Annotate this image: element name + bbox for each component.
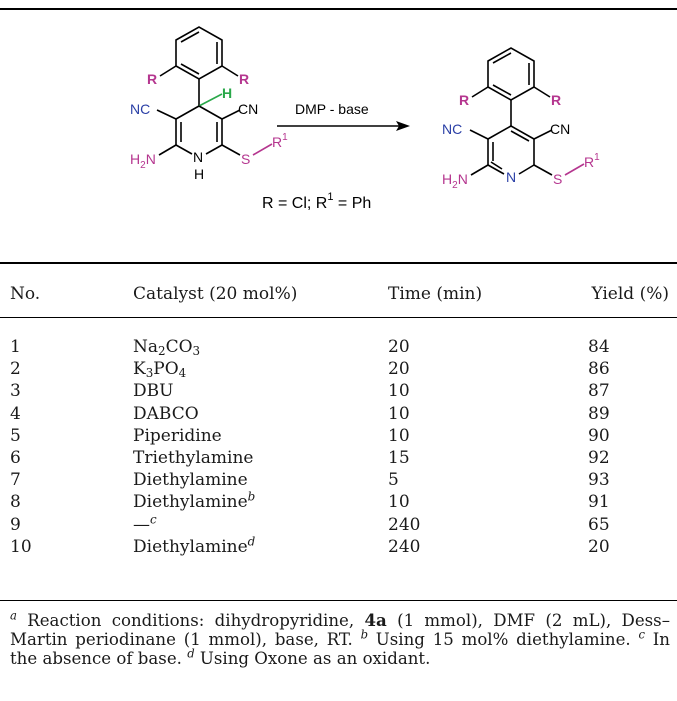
- table-header-rule: [0, 317, 677, 318]
- scheme-condition: R = Cl; R1 = Ph: [262, 191, 371, 212]
- product-ring-N: N: [506, 169, 516, 185]
- cell-no: 10: [10, 536, 32, 557]
- cell-time: 10: [388, 403, 410, 424]
- arrow-label: DMP - base: [295, 101, 369, 117]
- header-catalyst: Catalyst (20 mol%): [133, 284, 298, 304]
- cell-catalyst: DBU: [133, 381, 174, 402]
- cell-time: 10: [388, 381, 410, 402]
- table-row: 1 Na2CO3 20 84: [0, 337, 677, 359]
- cell-catalyst: Triethylamine: [133, 448, 254, 468]
- table-footnote: a Reaction conditions: dihydropyridine, …: [10, 608, 670, 668]
- reactant-ring-N: N: [193, 149, 203, 165]
- cell-yield: 89: [588, 403, 610, 424]
- reactant-H2N: H2N: [130, 151, 156, 171]
- cell-time: 10: [388, 425, 410, 446]
- reactant-structure: [156, 26, 273, 156]
- cell-yield: 91: [588, 492, 610, 513]
- reaction-arrow-head: [396, 121, 410, 131]
- table-row: 2 K3PO4 20 86: [0, 359, 677, 381]
- reactant-R-left: R: [147, 71, 157, 87]
- reactant-CN: CN: [238, 101, 258, 117]
- cell-yield: 90: [588, 425, 610, 446]
- cell-catalyst: DABCO: [133, 403, 199, 424]
- cell-no: 3: [10, 381, 21, 402]
- cell-no: 8: [10, 492, 21, 513]
- reactant-H: H: [222, 85, 232, 101]
- cell-yield: 93: [588, 470, 610, 491]
- product-CN: CN: [550, 121, 570, 137]
- cell-yield: 92: [588, 448, 610, 468]
- cell-no: 1: [10, 337, 21, 357]
- cell-yield: 20: [588, 536, 610, 557]
- table-header: No. Catalyst (20 mol%) Time (min) Yield …: [0, 284, 677, 306]
- header-yield: Yield (%): [591, 284, 669, 304]
- table-top-rule: [0, 262, 677, 264]
- header-no: No.: [10, 284, 41, 304]
- cell-catalyst: Diethylamined: [133, 534, 256, 557]
- product-NC: NC: [442, 121, 462, 137]
- table-row: 9 —c 240 65: [0, 512, 677, 537]
- cell-no: 5: [10, 425, 21, 446]
- cell-yield: 84: [588, 337, 610, 357]
- cell-time: 15: [388, 448, 410, 468]
- cell-catalyst: Na2CO3: [133, 337, 201, 358]
- table-row: 8 Diethylamineb 10 91: [0, 489, 677, 514]
- table-bottom-rule: [0, 600, 677, 601]
- cell-no: 4: [10, 403, 21, 424]
- cell-no: 7: [10, 470, 21, 491]
- cell-catalyst: Piperidine: [133, 425, 222, 446]
- cell-yield: 87: [588, 381, 610, 402]
- cell-catalyst: —c: [133, 512, 157, 535]
- cell-time: 240: [388, 536, 421, 557]
- table-row: 7 Diethylamine 5 93: [0, 470, 677, 492]
- cell-no: 2: [10, 359, 21, 380]
- reactant-S: S: [241, 151, 250, 167]
- cell-yield: 86: [588, 359, 610, 380]
- cell-catalyst: Diethylamine: [133, 470, 248, 491]
- reactant-R-right: R: [239, 71, 249, 87]
- product-R-right: R: [551, 92, 561, 108]
- table-row: 3 DBU 10 87: [0, 381, 677, 403]
- table-row: 4 DABCO 10 89: [0, 404, 677, 426]
- product-H2N: H2N: [442, 171, 468, 191]
- header-time: Time (min): [388, 284, 483, 304]
- reactant-R1: R1: [272, 132, 288, 150]
- product-S: S: [553, 171, 562, 187]
- cell-no: 6: [10, 448, 21, 468]
- reactant-NC: NC: [130, 101, 150, 117]
- table-row: 6 Triethylamine 15 92: [0, 448, 677, 470]
- product-structure: [469, 47, 585, 176]
- table-row: 5 Piperidine 10 90: [0, 426, 677, 448]
- cell-time: 20: [388, 359, 410, 380]
- cell-time: 10: [388, 492, 410, 513]
- product-R1: R1: [584, 152, 600, 170]
- cell-catalyst: K3PO4: [133, 359, 187, 381]
- cell-no: 9: [10, 514, 21, 535]
- reactant-ring-NH: H: [194, 166, 204, 182]
- cell-time: 20: [388, 337, 410, 357]
- cell-catalyst: Diethylamineb: [133, 489, 256, 513]
- cell-time: 5: [388, 470, 399, 491]
- cell-time: 240: [388, 514, 421, 535]
- top-rule: [0, 8, 677, 10]
- table-row: 10 Diethylamined 240 20: [0, 534, 677, 559]
- cell-yield: 65: [588, 514, 610, 535]
- product-R-left: R: [459, 92, 469, 108]
- reaction-scheme: R R H NC CN H2N N H S R1 DMP - base R = …: [130, 26, 600, 212]
